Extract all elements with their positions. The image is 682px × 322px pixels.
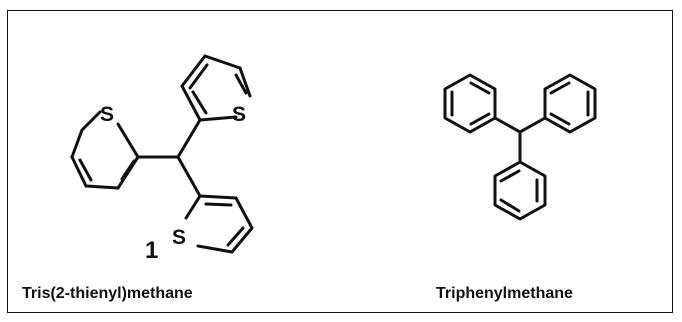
figure-frame xyxy=(7,10,673,313)
thiophene-ring-left: S xyxy=(70,103,140,190)
bond-down xyxy=(176,155,202,198)
thiophene-ring-lower: S xyxy=(172,194,254,254)
caption-triphenylmethane: Triphenylmethane xyxy=(436,285,573,302)
caption-tris-thienyl-methane: Tris(2-thienyl)methane xyxy=(22,285,193,302)
benzene-ring-bottom xyxy=(493,160,547,221)
benzene-ring-left xyxy=(443,73,497,134)
sulfur-atom-upper: S xyxy=(232,103,246,126)
compound-number: 1 xyxy=(145,237,158,264)
tris-thienyl-methane-structure: S S S 1 xyxy=(70,54,254,264)
sulfur-atom-lower: S xyxy=(172,226,186,249)
benzene-ring-right xyxy=(543,73,597,134)
thiophene-ring-upper: S xyxy=(180,54,252,126)
bond-ph-left xyxy=(493,116,522,134)
sulfur-atom-left: S xyxy=(100,103,114,126)
bond-up xyxy=(176,118,202,159)
bond-ph-right xyxy=(518,116,547,134)
triphenylmethane-structure xyxy=(443,73,597,221)
